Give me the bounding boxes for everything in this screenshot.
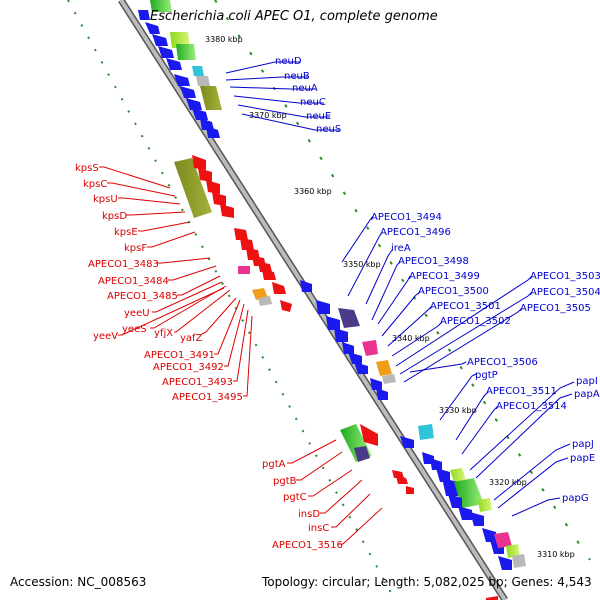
gene-label-blue: APECO1_3504 (530, 287, 600, 298)
forward-gene-label-text: neuD neuB neuA neuC neuE neuS APECO1_349… (275, 56, 600, 504)
gene-label-red: pgtB (273, 476, 297, 487)
kbp-label: 3370 kbp (249, 111, 287, 120)
gene-label-red: yfjX (154, 328, 173, 339)
gene-label-blue: papE (570, 453, 595, 464)
gene-label-red: insD (298, 509, 320, 520)
gene-label-blue: APECO1_3501 (430, 301, 501, 312)
gene-label-blue: APECO1_3499 (409, 271, 480, 282)
gene-label-red: pgtA (262, 459, 286, 470)
gene-label-blue: neuD (275, 56, 302, 67)
gene-label-blue: APECO1_3514 (496, 401, 567, 412)
gene-label-blue: APECO1_3503 (530, 271, 600, 282)
gene-label-blue: neuB (284, 71, 310, 82)
reverse-gene-labels (99, 166, 383, 545)
gene-label-blue: APECO1_3511 (486, 386, 557, 397)
inner-tick-track (214, 0, 591, 561)
gene-label-red: kpsF (124, 243, 147, 254)
kbp-label: 3350 kbp (343, 260, 381, 269)
gene-label-blue: pgtP (475, 370, 498, 381)
gene-label-blue: papA (574, 389, 600, 400)
outer-tick-track (67, 0, 396, 600)
gene-label-red: yeeV (93, 331, 118, 342)
gene-label-blue: neuC (300, 97, 326, 108)
feature-cluster-ire (300, 280, 396, 400)
gene-label-red: APECO1_3492 (153, 362, 224, 373)
gene-label-red: yeeU (124, 308, 150, 319)
kbp-label: 3380 kbp (205, 35, 243, 44)
feature-cluster-neu (138, 0, 222, 138)
gene-label-red: kpsS (75, 163, 99, 174)
gene-label-red: APECO1_3483 (88, 259, 159, 270)
gene-label-blue: APECO1_3506 (467, 357, 538, 368)
gene-label-blue: ireA (391, 243, 411, 254)
accession-text: Accession: NC_008563 (10, 575, 147, 589)
gene-label-red: APECO1_3491 (144, 350, 215, 361)
gene-label-red: APECO1_3493 (162, 377, 233, 388)
gene-label-red: kpsC (83, 179, 107, 190)
forward-gene-labels (225, 61, 575, 517)
genome-title: Escherichia coli APEC O1, complete genom… (150, 9, 438, 24)
gene-label-red: insC (308, 523, 329, 534)
gene-label-blue: APECO1_3496 (380, 227, 451, 238)
gene-label-red: APECO1_3516 (272, 540, 343, 551)
gene-label-red: APECO1_3484 (98, 276, 169, 287)
gene-label-red: APECO1_3495 (172, 392, 243, 403)
feature-cluster-pap (400, 424, 526, 600)
gene-label-blue: neuA (292, 83, 318, 94)
kbp-label: 3340 kbp (392, 334, 430, 343)
feature-cluster-pgt (340, 424, 414, 494)
gene-label-blue: APECO1_3502 (440, 316, 511, 327)
kbp-label: 3330 kbp (439, 406, 477, 415)
kbp-label: 3360 kbp (294, 187, 332, 196)
kbp-label: 3320 kbp (489, 478, 527, 487)
gene-label-blue: papG (562, 493, 589, 504)
gene-label-blue: papJ (572, 439, 594, 450)
gene-label-red: kpsE (114, 227, 138, 238)
gene-label-red: yafZ (180, 333, 203, 344)
gene-label-red: APECO1_3485 (107, 291, 178, 302)
gene-label-red: yeeS (122, 324, 147, 335)
gene-label-blue: APECO1_3500 (418, 286, 489, 297)
genome-backbone-highlight (119, 0, 507, 600)
gene-label-blue: APECO1_3494 (371, 212, 442, 223)
gene-label-blue: neuE (306, 111, 331, 122)
kbp-label: 3310 kbp (537, 550, 575, 559)
reverse-gene-label-text: kpsS kpsC kpsU kpsD kpsE kpsF APECO1_348… (75, 163, 343, 551)
gene-label-blue: neuS (316, 124, 341, 135)
gene-label-red: pgtC (283, 492, 307, 503)
gene-label-red: kpsD (102, 211, 127, 222)
gene-label-blue: APECO1_3505 (520, 303, 591, 314)
gene-label-red: kpsU (93, 194, 118, 205)
feature-cluster-kps (174, 155, 292, 312)
gene-label-blue: APECO1_3498 (398, 256, 469, 267)
gene-label-blue: papI (576, 376, 598, 387)
genome-summary-text: Topology: circular; Length: 5,082,025 bp… (262, 575, 592, 589)
